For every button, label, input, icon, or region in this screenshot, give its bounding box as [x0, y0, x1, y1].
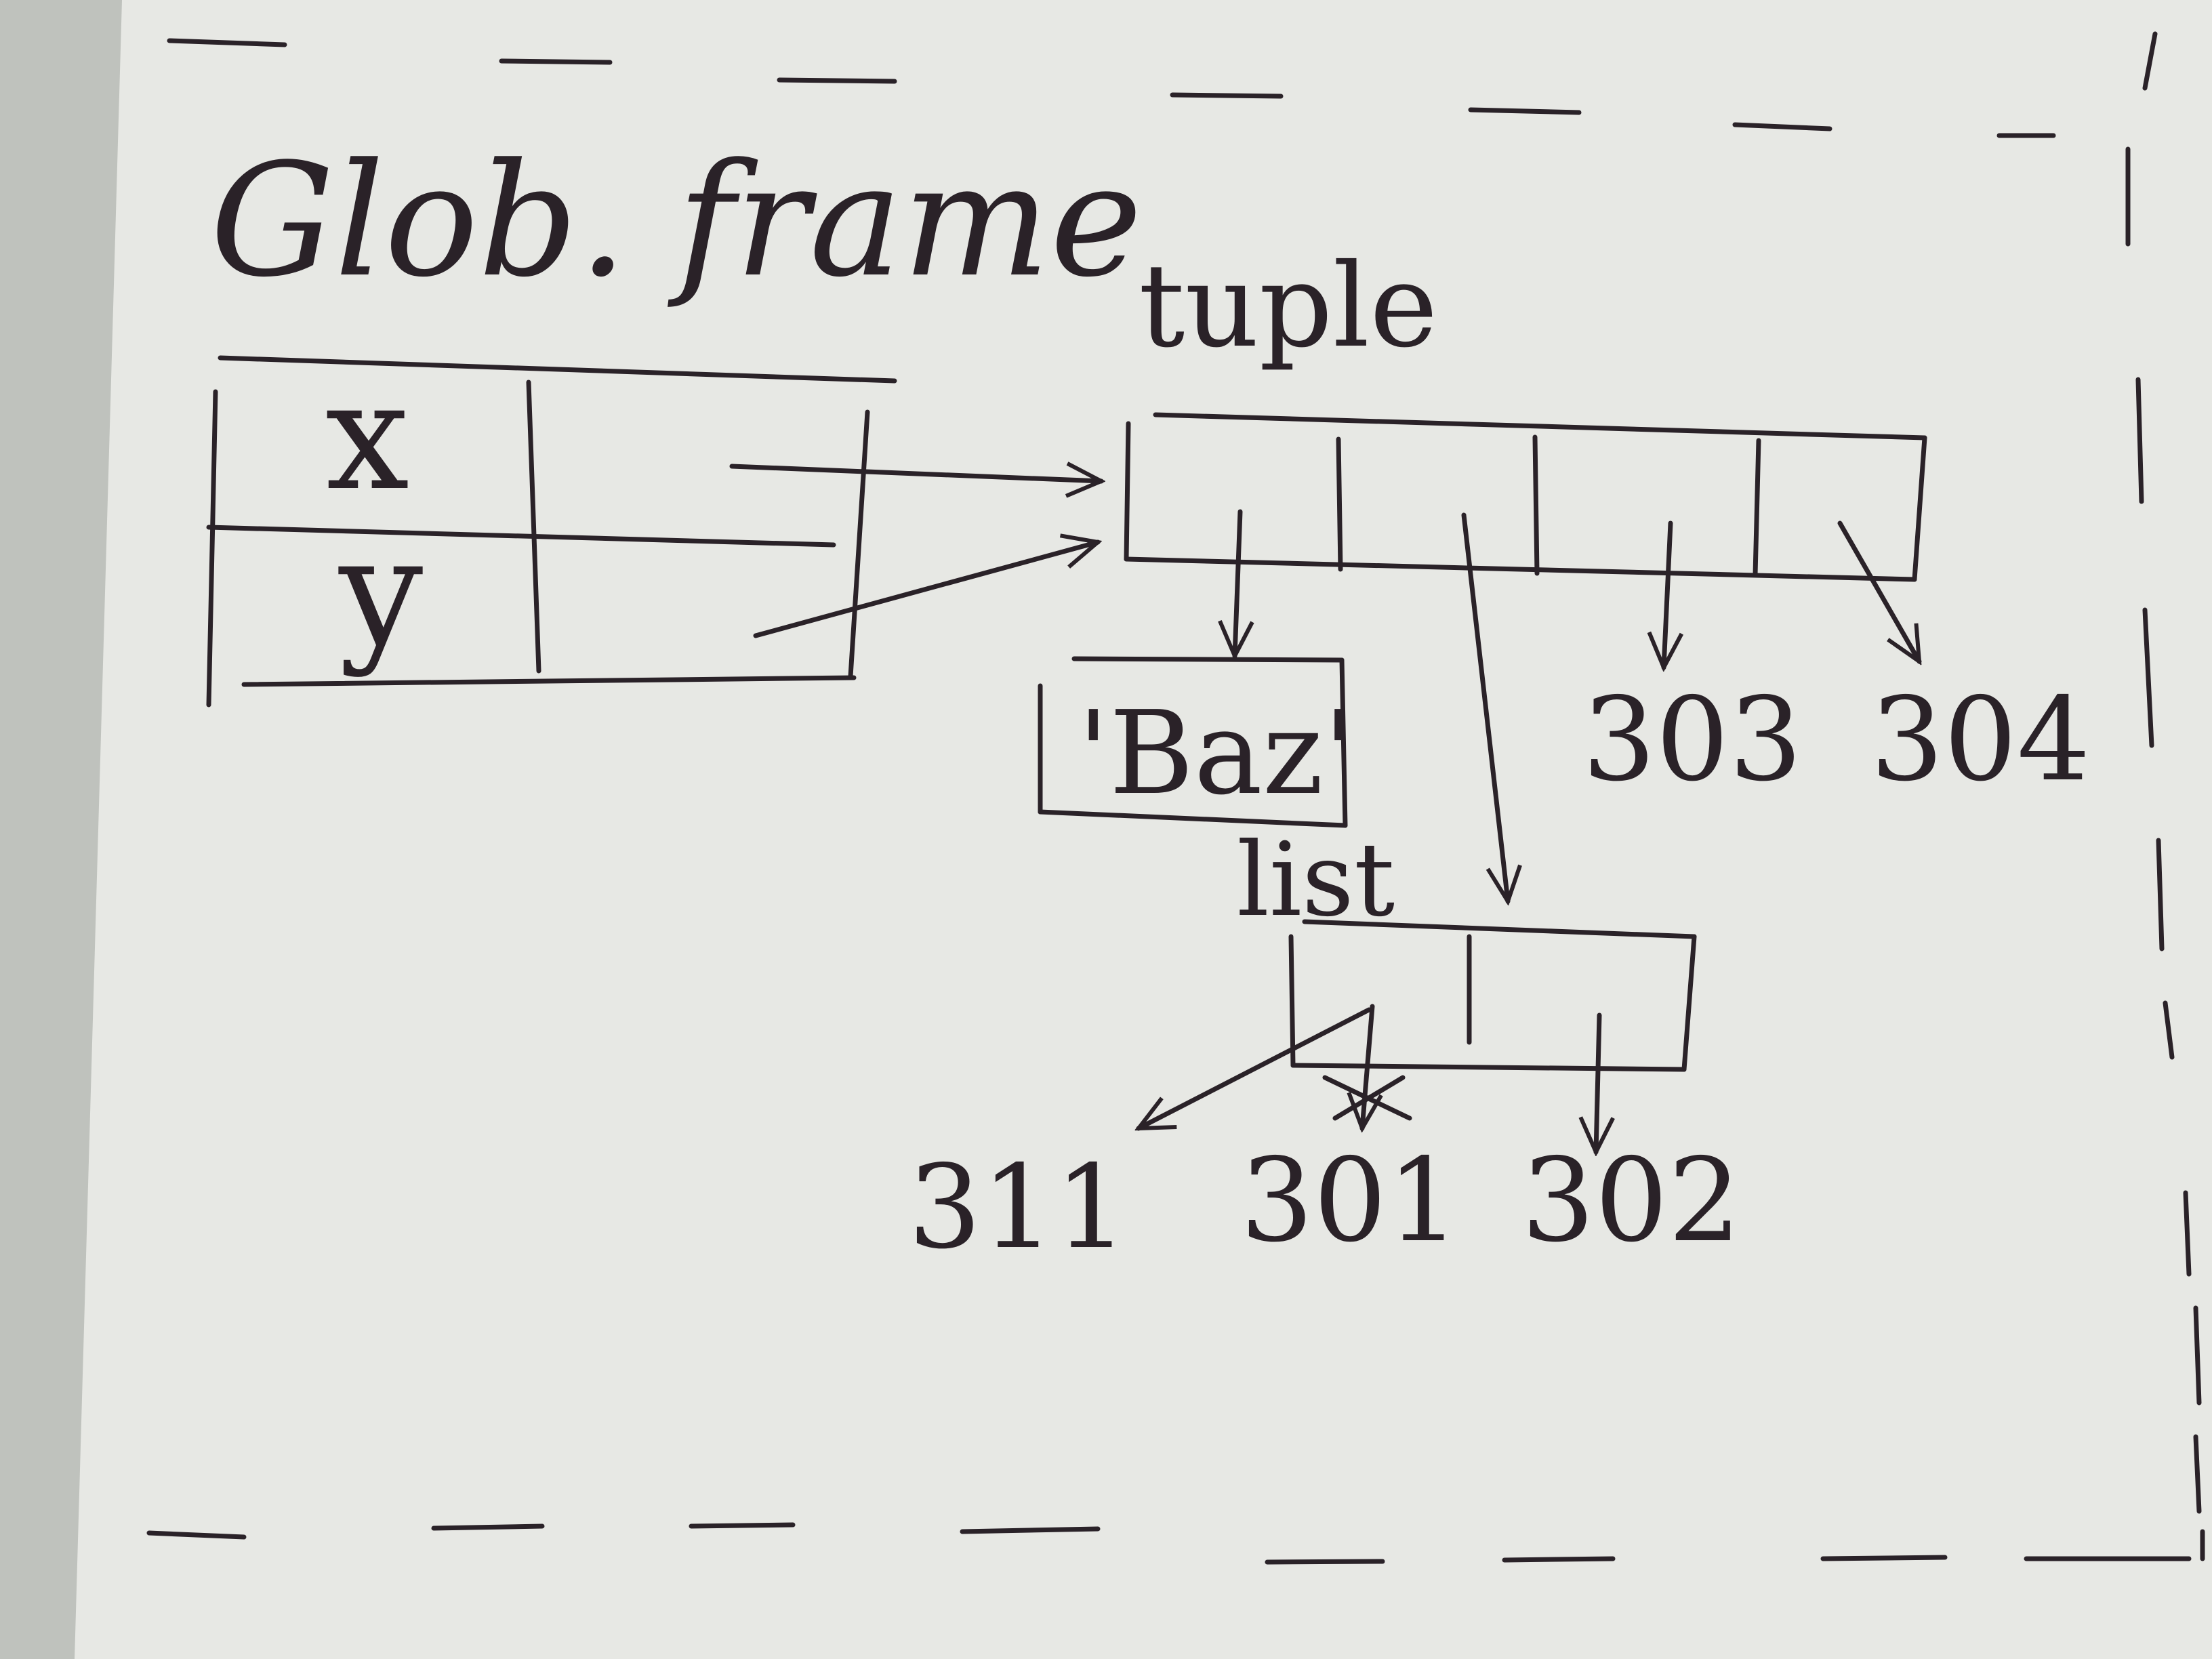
value-303: 303 [1582, 673, 1802, 807]
list-label: list [1237, 821, 1395, 939]
tuple-to-baz-arrow [1235, 509, 1240, 656]
tuple-box [1124, 412, 1927, 582]
tuple-to-304-arrow [1837, 520, 1919, 661]
variable-x-label: x [325, 350, 409, 523]
baz-box [1038, 656, 1348, 828]
list-to-302-arrow [1596, 1012, 1599, 1152]
tuple-label: tuple [1139, 239, 1438, 373]
global-frame-title: Glob. frame [210, 131, 1143, 312]
value-301: 301 [1240, 1134, 1460, 1268]
value-304: 304 [1870, 673, 2090, 807]
baz-string-value: 'Baz' [1078, 687, 1355, 821]
list-box [1288, 919, 1697, 1072]
list-to-311-arrow [1139, 1007, 1372, 1131]
value-302: 302 [1521, 1134, 1741, 1268]
x-pointer-arrow [729, 466, 1101, 481]
value-311: 311 [908, 1141, 1128, 1275]
variable-y-label: y [338, 506, 423, 679]
dashed-border [146, 31, 2205, 1565]
crossed-out-arrow-mark [1322, 1075, 1412, 1121]
tuple-to-303-arrow [1664, 520, 1671, 668]
global-frame-table [206, 355, 897, 708]
paper [75, 0, 2212, 1659]
list-to-301-arrow [1362, 1004, 1372, 1128]
tuple-to-list-arrow [1461, 512, 1508, 901]
y-pointer-arrow [753, 542, 1098, 638]
